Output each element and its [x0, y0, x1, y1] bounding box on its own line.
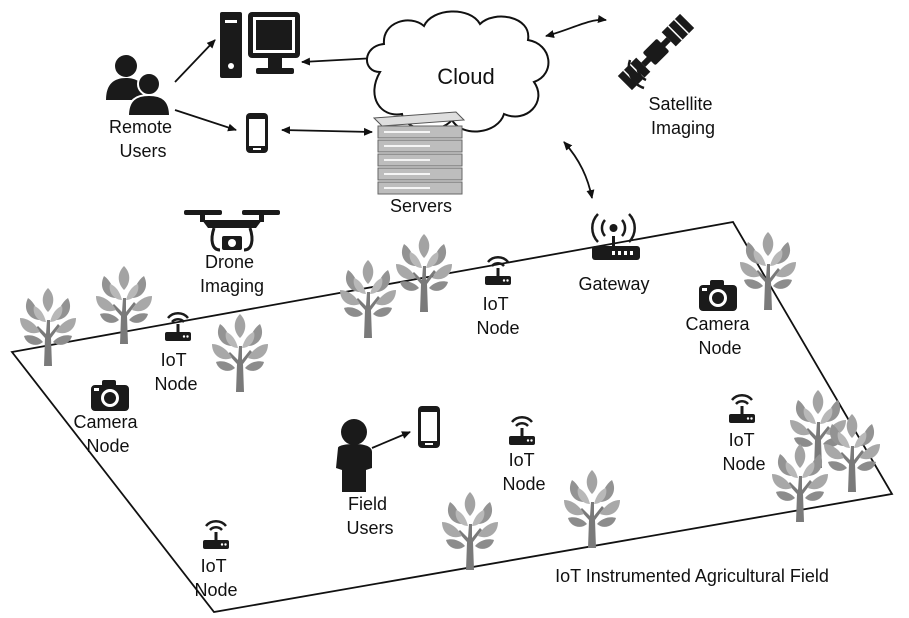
- tree: [824, 414, 880, 492]
- iot-node-icon: [727, 394, 757, 425]
- satellite-label: Satellite Imaging: [648, 94, 717, 138]
- camera-node-label: Camera Node: [685, 314, 754, 358]
- tree: [96, 266, 152, 344]
- field-user-icon: [336, 419, 372, 492]
- camera-node-label: Camera Node: [73, 412, 142, 456]
- tree: [340, 260, 396, 338]
- servers-icon: [372, 111, 466, 195]
- gateway-icon: [591, 213, 640, 260]
- field-users-label: Field Users: [346, 494, 393, 538]
- iot-node-label: IoT Node: [194, 556, 237, 600]
- servers-label: Servers: [390, 196, 452, 216]
- iot-node-label: IoT Node: [476, 294, 519, 338]
- tree: [396, 234, 452, 312]
- field-phone-icon: [418, 406, 440, 448]
- arrow-users-to-pc: [174, 39, 216, 83]
- drone-label: Drone Imaging: [200, 252, 264, 296]
- iot-node-label: IoT Node: [154, 350, 197, 394]
- iot-node-icon: [201, 520, 231, 551]
- arrow-cloud-satellite: [545, 15, 607, 38]
- desktop-computer-icon: [220, 12, 300, 78]
- remote-users-label: Remote Users: [109, 117, 177, 161]
- remote-users-icon: [106, 55, 172, 117]
- cloud-label: Cloud: [437, 64, 494, 89]
- tree: [212, 314, 268, 392]
- tree: [740, 232, 796, 310]
- iot-node-icon: [163, 312, 193, 343]
- iot-node-label: IoT Node: [502, 450, 545, 494]
- arrow-pc-cloud: [301, 54, 377, 66]
- drone-icon: [184, 210, 280, 252]
- camera-node-icon: [699, 280, 737, 311]
- tree: [442, 492, 498, 570]
- arrow-users-to-phone: [174, 109, 237, 132]
- iot-node-icon: [483, 256, 513, 287]
- arrow-field-user-phone: [371, 431, 411, 449]
- satellite-icon: [617, 13, 695, 91]
- tree: [20, 288, 76, 366]
- iot-node-label: IoT Node: [722, 430, 765, 474]
- tree: [564, 470, 620, 548]
- connection-arrows: [174, 15, 607, 449]
- satellite-signal-icon: [627, 59, 647, 90]
- gateway-label: Gateway: [578, 274, 649, 294]
- tree: [772, 444, 828, 522]
- arrow-phone-servers: [281, 126, 373, 136]
- field-caption: IoT Instrumented Agricultural Field: [555, 566, 829, 586]
- camera-node-icon: [91, 380, 129, 411]
- iot-node-icon: [507, 416, 537, 447]
- arrow-cloud-gateway: [563, 141, 595, 199]
- remote-phone-icon: [246, 113, 268, 153]
